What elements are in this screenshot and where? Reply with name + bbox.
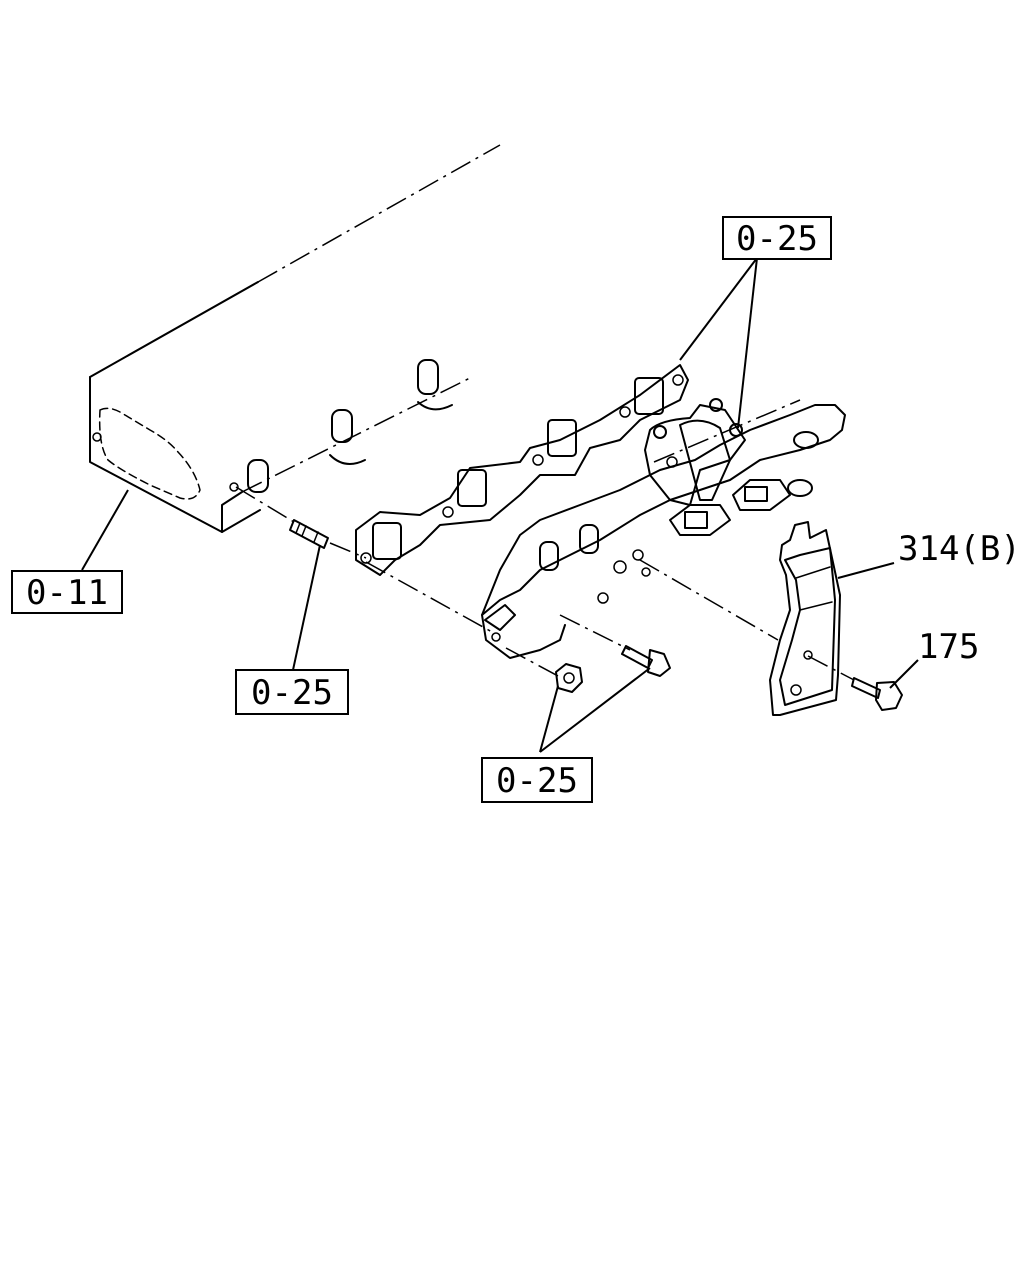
heat-shield-bracket bbox=[769, 521, 841, 716]
alignment-lines bbox=[235, 399, 855, 681]
callout-label: 0-11 bbox=[26, 573, 108, 613]
part-number-314b: 314(B) bbox=[898, 529, 1021, 569]
part-number-175: 175 bbox=[918, 627, 979, 667]
flange-nut bbox=[555, 663, 583, 693]
callout-label: 0-25 bbox=[736, 219, 818, 259]
callout-0-25-bottom: 0-25 bbox=[481, 757, 593, 803]
exhaust-manifold bbox=[481, 398, 846, 659]
manifold-gasket bbox=[355, 364, 689, 576]
callout-0-25-left: 0-25 bbox=[235, 669, 349, 715]
callout-0-11: 0-11 bbox=[11, 570, 123, 614]
callout-label: 0-25 bbox=[251, 673, 333, 713]
bolt-175 bbox=[851, 677, 903, 711]
callout-label: 0-25 bbox=[496, 761, 578, 801]
stud-bolt bbox=[289, 519, 329, 549]
callout-0-25-top: 0-25 bbox=[722, 216, 832, 260]
leader-lines bbox=[81, 257, 919, 753]
cylinder-head bbox=[89, 144, 501, 533]
